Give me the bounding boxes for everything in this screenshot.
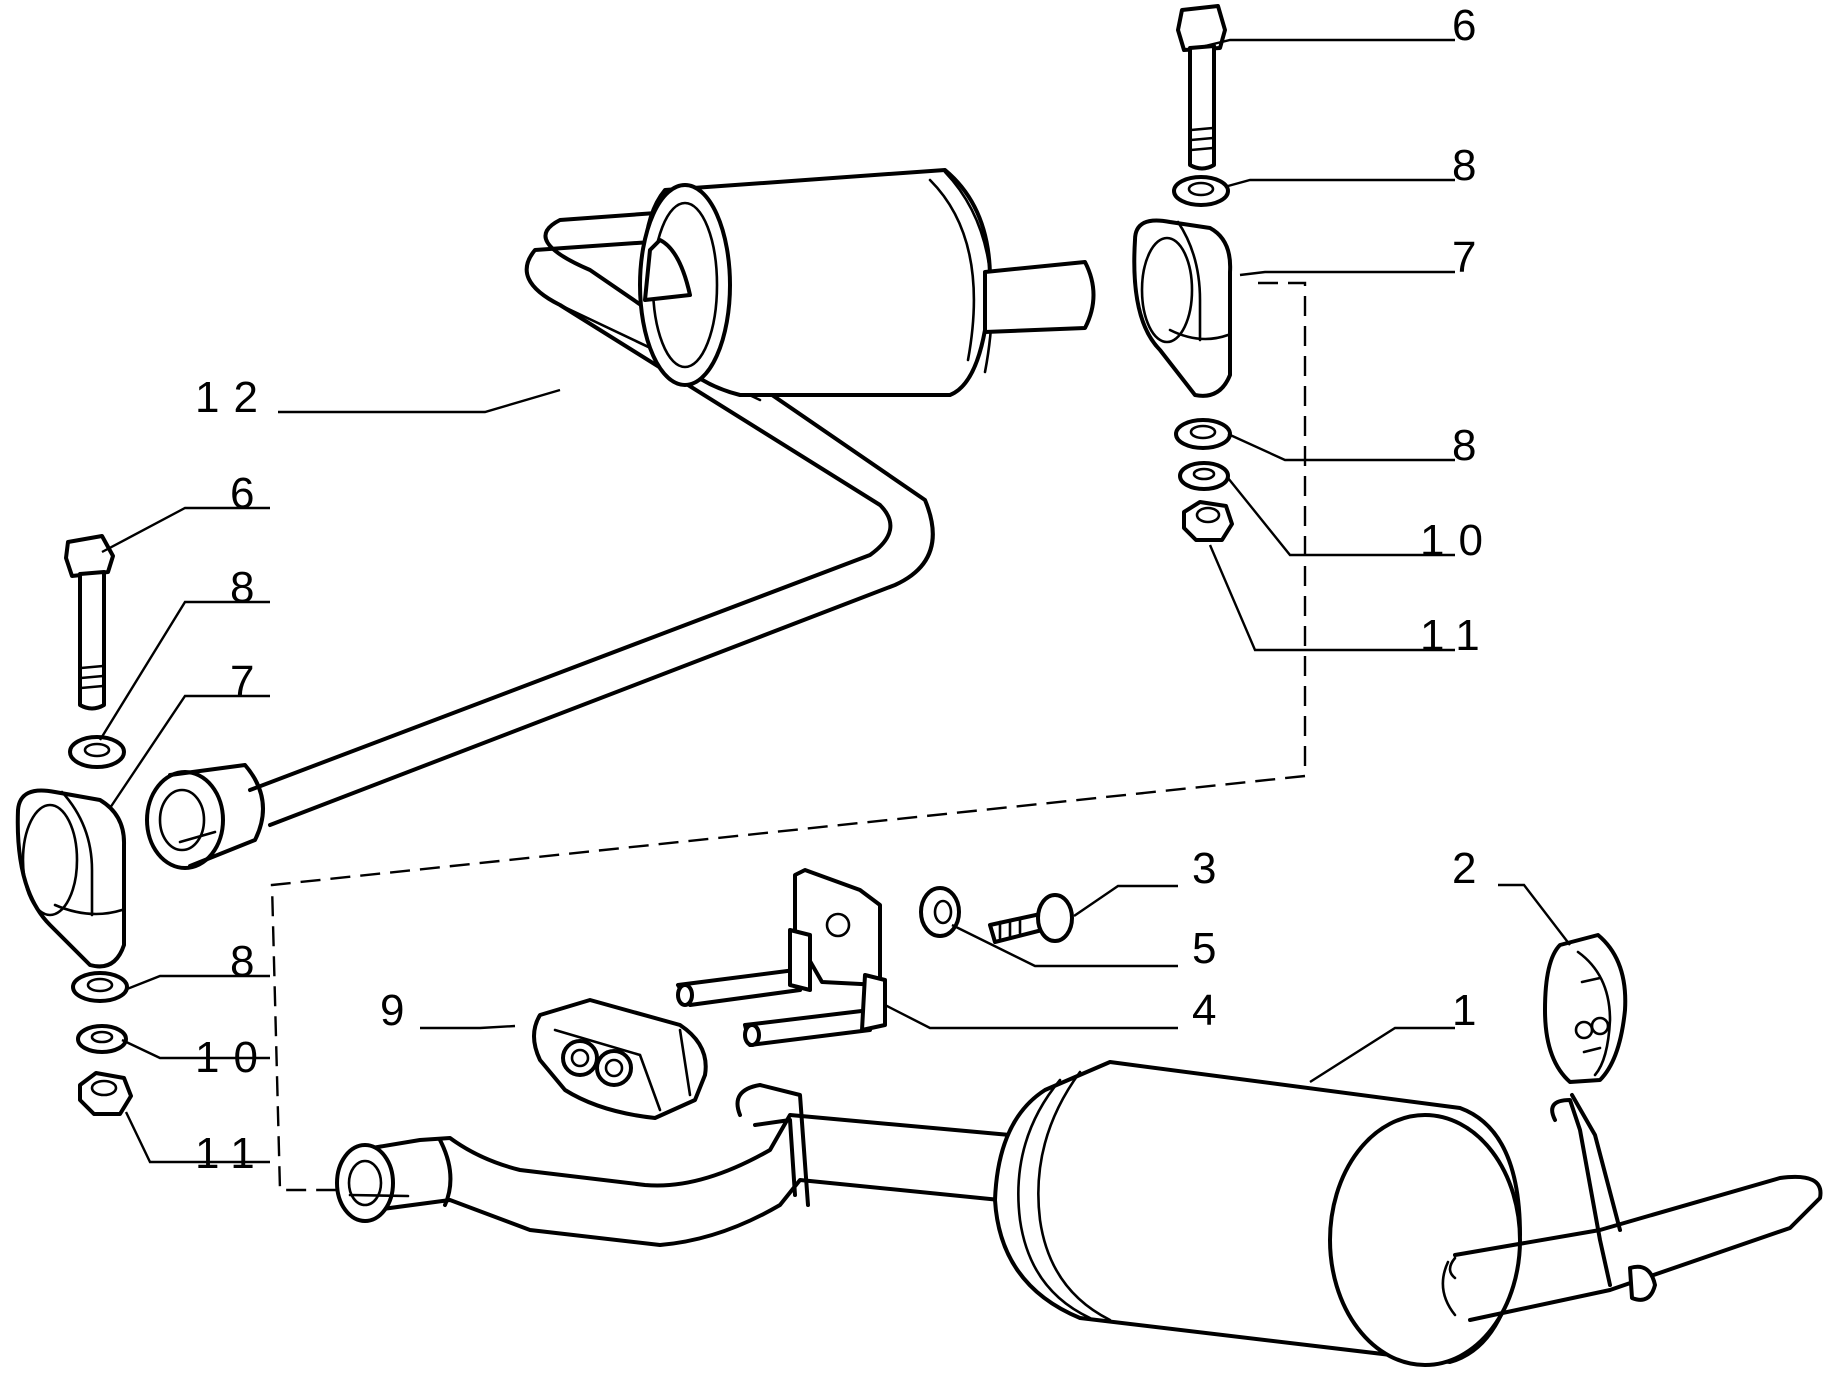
callout-label-8-left-top: 8 [230, 563, 268, 612]
center-silencer [638, 168, 1096, 397]
callout-label-1: 1 [1452, 986, 1490, 1035]
callout-label-11-right: 11 [1420, 611, 1494, 660]
clamp-7-right [1132, 218, 1233, 398]
bolt-3 [988, 893, 1074, 944]
callout-label-2: 2 [1452, 844, 1490, 893]
callout-label-12: 12 [195, 373, 272, 422]
callout-labels: 6 8 7 8 10 11 12 6 8 7 8 10 11 9 4 5 3 2… [195, 1, 1497, 1178]
callout-label-6-right: 6 [1452, 1, 1490, 50]
bracket-assembly [676, 868, 1074, 1047]
washer-8-right-bottom [1174, 418, 1232, 450]
right-clamp-hardware [1132, 4, 1234, 542]
clamp-7-left [15, 788, 127, 969]
front-pipe-socket-end [145, 770, 225, 870]
front-pipe-assembly [145, 168, 1096, 870]
rubber-hanger-2 [1543, 933, 1628, 1084]
rubber-mount-9 [532, 998, 708, 1120]
callout-label-10-left: 10 [195, 1033, 272, 1082]
rear-muffler-assembly [335, 1060, 1823, 1367]
callout-label-7-right: 7 [1452, 233, 1490, 282]
bolt-6-left [64, 534, 115, 711]
washer-8-right-top [1172, 175, 1230, 207]
left-clamp-hardware [15, 534, 133, 1116]
callout-label-9: 9 [380, 986, 418, 1035]
callout-label-3: 3 [1192, 844, 1230, 893]
callout-label-8-left-bottom: 8 [230, 937, 268, 986]
nut-11-left [78, 1071, 133, 1116]
callout-leaders [98, 38, 1571, 1164]
installation-dashed-line [270, 281, 1307, 1192]
rear-pipe-socket-end [335, 1143, 395, 1223]
callout-label-10-right: 10 [1420, 516, 1497, 565]
lock-washer-10-right [1178, 461, 1230, 491]
bracket-4 [676, 868, 887, 1047]
bolt-6-right [1176, 4, 1227, 171]
callout-label-6-left: 6 [230, 469, 268, 518]
washer-8-left-top [68, 735, 126, 769]
callout-label-8-right-bottom: 8 [1452, 421, 1490, 470]
lock-washer-10-left [76, 1024, 128, 1054]
callout-label-11-left: 11 [195, 1129, 269, 1178]
callout-label-4: 4 [1192, 986, 1230, 1035]
washer-5 [919, 886, 961, 938]
callout-label-8-right-top: 8 [1452, 141, 1490, 190]
callout-label-7-left: 7 [230, 657, 268, 706]
washer-8-left-bottom [71, 971, 129, 1003]
callout-label-5: 5 [1192, 924, 1230, 973]
